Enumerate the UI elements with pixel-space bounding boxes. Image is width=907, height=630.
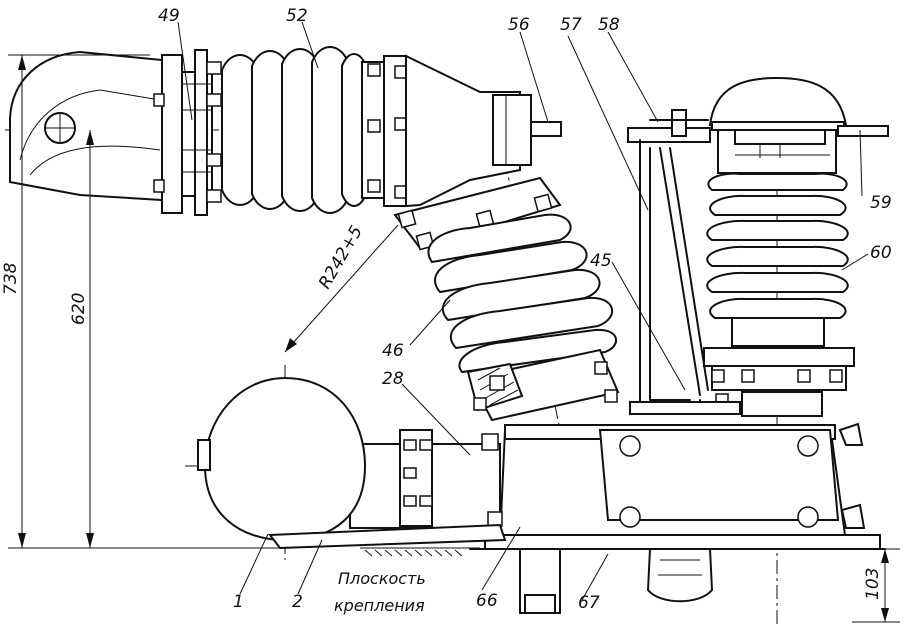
mount-plane-label-line1: Плоскость — [338, 569, 426, 588]
callout-60: 60 — [870, 243, 892, 263]
callout-59: 59 — [870, 193, 892, 213]
callout-58: 58 — [598, 15, 620, 35]
callout-2: 2 — [292, 592, 303, 612]
inclined-insulator — [393, 176, 620, 422]
callout-46: 46 — [382, 341, 404, 361]
callout-66: 66 — [476, 591, 498, 611]
support-frame — [627, 109, 741, 415]
top-contact-housing — [405, 54, 562, 208]
callout-1: 1 — [233, 592, 244, 612]
dimension-radius: R242+5 — [315, 222, 367, 292]
mounting-plane-hatch — [360, 547, 480, 557]
cylindrical-tank — [197, 376, 507, 550]
main-body — [469, 422, 886, 614]
callout-52: 52 — [286, 6, 308, 26]
top-left-terminal-fitting — [9, 49, 222, 216]
callout-56: 56 — [508, 15, 530, 35]
dimension-base-height: 103 — [863, 568, 883, 600]
mount-plane-label-line2: крепления — [334, 596, 425, 615]
dimension-lines — [8, 54, 900, 623]
vertical-insulator — [703, 76, 889, 417]
leader-lines — [177, 21, 869, 601]
callout-28: 28 — [382, 369, 404, 389]
callout-67: 67 — [578, 593, 600, 613]
dimension-overall-height: 738 — [1, 262, 21, 295]
dimension-axis-height: 620 — [69, 293, 89, 325]
horizontal-insulator — [221, 46, 408, 214]
callout-49: 49 — [158, 6, 180, 26]
callout-57: 57 — [560, 15, 582, 35]
callout-45: 45 — [590, 251, 612, 271]
